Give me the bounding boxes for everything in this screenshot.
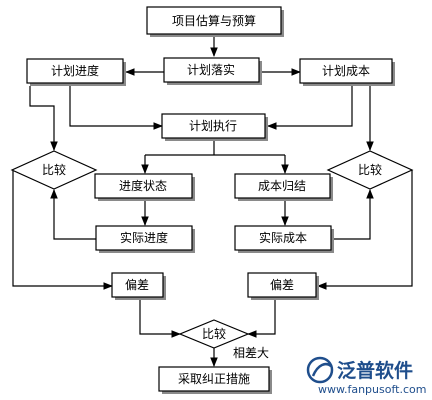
watermark: 泛普软件 www.fanpusoft.com <box>306 356 426 396</box>
node-plan-implement: 计划落实 <box>163 57 262 85</box>
node-label: 成本归结 <box>258 179 306 193</box>
node-plan-cost: 计划成本 <box>299 58 395 86</box>
node-plan-execute: 计划执行 <box>161 113 268 141</box>
edges: 相差大 <box>12 37 413 367</box>
node-label: 项目估算与预算 <box>172 13 256 28</box>
node-deviation-right: 偏差 <box>247 272 319 300</box>
node-label: 实际成本 <box>259 230 307 245</box>
edge-actual-progress-to-compare-left <box>50 189 96 240</box>
edge-compare-left-to-deviation <box>12 170 113 290</box>
edge-compare-right-to-deviation <box>317 170 413 290</box>
node-compare-left: 比较 <box>10 150 98 190</box>
node-progress-status: 进度状态 <box>94 173 195 201</box>
node-label: 计划执行 <box>189 119 237 133</box>
node-label: 偏差 <box>125 277 149 292</box>
node-compare-right: 比较 <box>326 150 414 190</box>
watermark-url: www.fanpusoft.com <box>318 383 426 396</box>
node-cost-summary: 成本归结 <box>234 173 333 201</box>
node-label: 计划落实 <box>187 62 235 77</box>
edge-cost-to-execute <box>267 86 353 130</box>
node-project-estimate-budget: 项目估算与预算 <box>146 6 284 37</box>
edge-execute-split <box>145 141 285 156</box>
nodes: 项目估算与预算 计划进度 计划落实 计划成本 计划执行 比较 <box>10 6 414 394</box>
edge-deviation-right-to-compare-bottom <box>247 300 276 338</box>
edge-actual-cost-to-compare-right <box>332 189 374 240</box>
node-label: 实际进度 <box>120 230 168 245</box>
node-label: 计划进度 <box>51 63 99 78</box>
node-label: 比较 <box>42 162 66 177</box>
node-deviation-left: 偏差 <box>111 272 166 300</box>
node-label: 采取纠正措施 <box>178 372 250 386</box>
node-label: 比较 <box>358 162 382 177</box>
node-label: 进度状态 <box>119 178 167 193</box>
node-label: 偏差 <box>270 277 294 292</box>
edge-deviation-left-to-compare-bottom <box>139 300 181 338</box>
watermark-name: 泛普软件 <box>337 359 413 382</box>
node-corrective-measures: 采取纠正措施 <box>158 366 272 394</box>
node-compare-bottom: 比较 <box>178 319 250 349</box>
edge-progress-to-compare-left <box>29 86 58 151</box>
node-actual-cost: 实际成本 <box>234 225 334 253</box>
node-actual-progress: 实际进度 <box>95 225 195 253</box>
node-label: 计划成本 <box>322 64 370 78</box>
node-label: 比较 <box>202 326 226 341</box>
node-plan-progress: 计划进度 <box>26 58 126 86</box>
edge-label-large-difference: 相差大 <box>233 346 269 360</box>
edge-progress-to-execute <box>69 86 163 130</box>
fanpu-logo-icon <box>306 356 334 384</box>
